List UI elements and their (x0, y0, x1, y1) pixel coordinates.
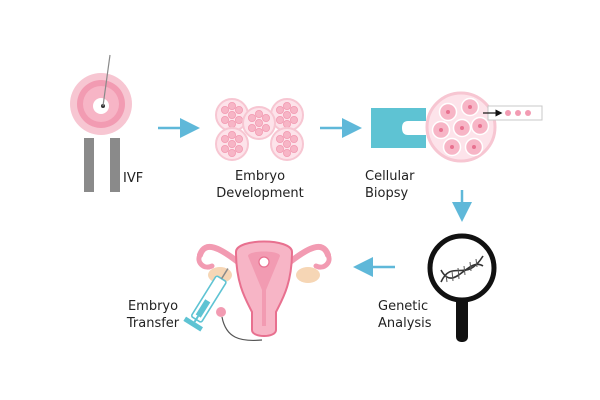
embryo-transfer-illustration (183, 240, 332, 342)
magnifier-handle-icon (456, 296, 468, 342)
syringe-icon (183, 268, 263, 342)
cellular-biopsy-label-line: Biopsy (365, 186, 409, 201)
dna-helix-icon (440, 255, 484, 283)
genetic-analysis-label-line: Analysis (378, 316, 432, 331)
cellular-biopsy-illustration (371, 91, 543, 163)
embryo-transfer-label-line: Embryo (127, 299, 179, 314)
ivf-illustration (70, 54, 132, 192)
injection-needle-icon (102, 54, 111, 107)
genetic-analysis-label-line: Genetic (378, 299, 429, 314)
embryo-development-illustration (215, 98, 304, 161)
embryo-development-label-line: Development (216, 186, 304, 201)
egg-cell-icon (70, 73, 132, 135)
embryo-icon (270, 98, 304, 132)
embryo-icon (270, 127, 304, 161)
pipette-holder-icon (84, 138, 120, 192)
step-label-ivf: IVF (123, 170, 143, 187)
cellular-biopsy-label-line: Cellular (365, 169, 415, 184)
embryo-icon (215, 127, 249, 161)
implanted-embryo-icon (258, 256, 270, 268)
uterus-icon (196, 240, 332, 337)
biopsy-needle-icon (483, 105, 543, 121)
holding-pipette-icon (371, 108, 426, 148)
embryo-icon (242, 106, 276, 140)
embryo-transfer-label-line: Transfer (126, 316, 180, 331)
blastocyst-cells (431, 97, 490, 157)
magnifying-glass-icon (427, 233, 497, 303)
genetic-analysis-illustration (427, 233, 497, 342)
right-ovary-icon (296, 267, 320, 283)
ivf-label-line: IVF (123, 171, 144, 186)
embryo-development-label-line: Embryo (234, 169, 286, 184)
